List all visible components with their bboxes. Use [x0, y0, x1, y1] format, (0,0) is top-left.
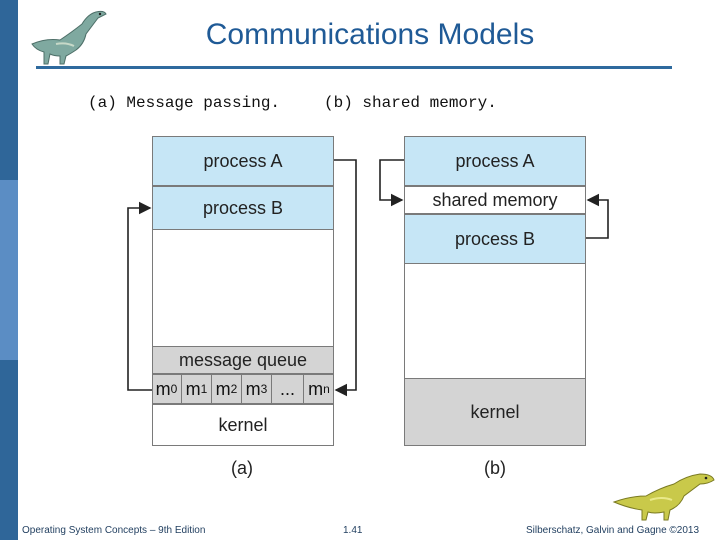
- diagram-a-process-b: process B: [152, 186, 334, 230]
- diagram-b-kernel: kernel: [404, 378, 586, 446]
- subtitle-shared-memory: (b) shared memory.: [324, 94, 497, 112]
- diagram-b-caption: (b): [484, 458, 506, 478]
- arrow-b-read: [586, 193, 609, 239]
- diagram-b-shared-memory: shared memory: [404, 186, 586, 214]
- diagram-a-caption: (a): [231, 458, 253, 478]
- footer-page-number: 1.41: [343, 525, 363, 536]
- diagram-b-process-b: process B: [404, 214, 586, 264]
- dinosaur-mascot-icon: [612, 473, 715, 521]
- subtitle-message-passing: (a) Message passing.: [88, 94, 281, 112]
- footer-right: Silberschatz, Galvin and Gagne ©2013: [526, 525, 700, 536]
- diagram-a-process-a: process A: [152, 136, 334, 186]
- sidebar-decoration: [0, 0, 18, 540]
- arrow-b-write: [379, 159, 404, 207]
- diagram-a-message-queue: message queue: [152, 346, 334, 374]
- footer-left: Operating System Concepts – 9th Edition: [22, 525, 206, 536]
- title-underline: [36, 66, 672, 69]
- diagram-a-kernel: kernel: [152, 404, 334, 446]
- page-title: Communications Models: [205, 18, 535, 51]
- queue-cell: ...: [272, 374, 304, 404]
- dinosaur-logo-icon: [31, 10, 107, 65]
- diagram-b-process-a: process A: [404, 136, 586, 186]
- arrow-a-send: [334, 159, 357, 397]
- arrow-a-receive: [127, 201, 152, 391]
